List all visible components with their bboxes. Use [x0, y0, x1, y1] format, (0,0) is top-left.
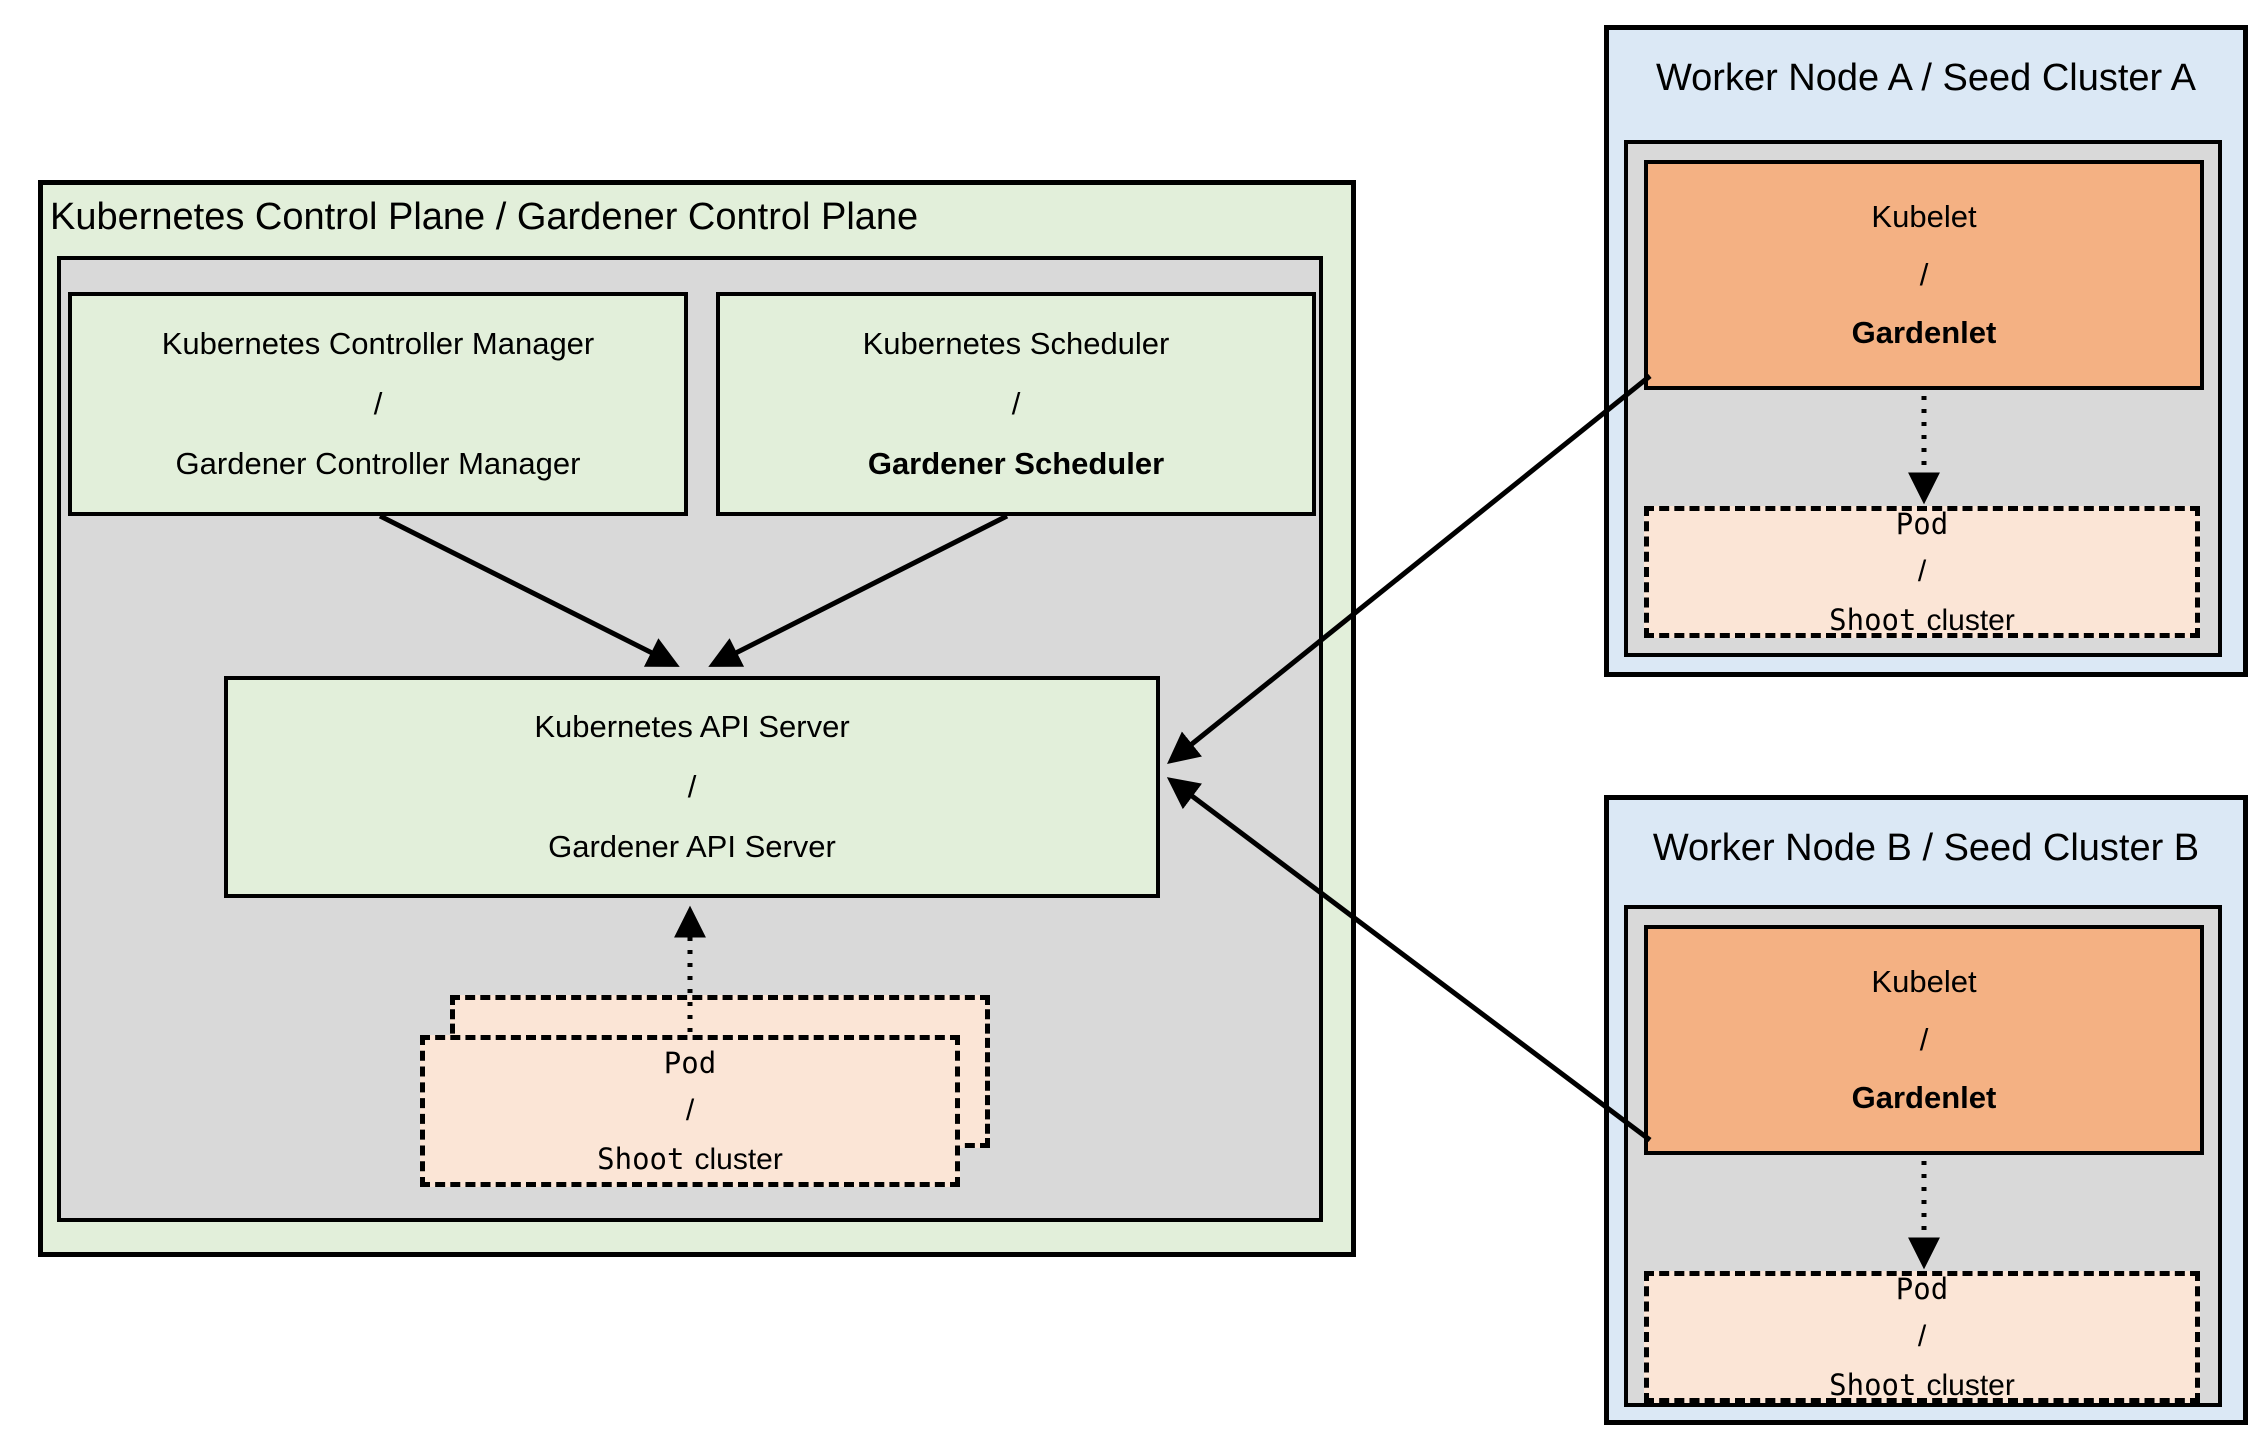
pod-shoot-cluster-box-b: Pod / Shoot cluster [1644, 1271, 2200, 1403]
scheduler-label-bottom: Gardener Scheduler [867, 446, 1165, 481]
shoot-label: Shoot [597, 1141, 685, 1176]
label-separator: / [1919, 257, 1929, 292]
label-separator: / [1919, 1022, 1929, 1057]
shoot-label: Shoot [1829, 1367, 1917, 1402]
label-separator: / [1917, 1319, 1927, 1353]
pod-shoot-cluster-box-front: Pod / Shoot cluster [420, 1035, 960, 1187]
kubelet-label-top: Kubelet [1871, 964, 1977, 999]
worker-node-b-box: Worker Node B / Seed Cluster B Kubelet /… [1604, 795, 2248, 1425]
label-separator: / [687, 769, 697, 804]
label-separator: / [373, 386, 383, 421]
worker-node-a-title: Worker Node A / Seed Cluster A [1655, 57, 2196, 99]
cluster-label: cluster [1926, 603, 2015, 637]
shoot-cluster-label: Shoot cluster [1829, 1367, 2015, 1404]
api-server-label-bottom: Gardener API Server [548, 829, 836, 864]
controller-manager-label-top: Kubernetes Controller Manager [161, 326, 595, 361]
cluster-label: cluster [1926, 1368, 2015, 1402]
control-plane-title: Kubernetes Control Plane / Gardener Cont… [50, 196, 919, 238]
api-server-box: Kubernetes API Server / Gardener API Ser… [224, 676, 1160, 898]
cluster-label: cluster [694, 1142, 783, 1176]
controller-manager-label-bottom: Gardener Controller Manager [175, 446, 581, 481]
worker-node-a-box: Worker Node A / Seed Cluster A Kubelet /… [1604, 25, 2248, 677]
label-separator: / [1917, 554, 1927, 588]
control-plane-box: Kubernetes Control Plane / Gardener Cont… [38, 180, 1356, 1257]
pod-shoot-cluster-box-a: Pod / Shoot cluster [1644, 506, 2200, 638]
pod-label: Pod [1895, 506, 1949, 541]
label-separator: / [685, 1093, 695, 1127]
gardenlet-label: Gardenlet [1851, 1080, 1997, 1115]
kubelet-box-b: Kubelet / Gardenlet [1644, 925, 2204, 1155]
api-server-label-top: Kubernetes API Server [534, 709, 850, 744]
kubelet-box-a: Kubelet / Gardenlet [1644, 160, 2204, 390]
controller-manager-box: Kubernetes Controller Manager / Gardener… [68, 292, 688, 516]
scheduler-box: Kubernetes Scheduler / Gardener Schedule… [716, 292, 1316, 516]
label-separator: / [1011, 386, 1021, 421]
shoot-label: Shoot [1829, 602, 1917, 637]
gardenlet-label: Gardenlet [1851, 315, 1997, 350]
kubelet-label-top: Kubelet [1871, 199, 1977, 234]
pod-label: Pod [1895, 1271, 1949, 1306]
shoot-cluster-label: Shoot cluster [1829, 602, 2015, 639]
scheduler-label-top: Kubernetes Scheduler [862, 326, 1170, 361]
worker-node-b-title: Worker Node B / Seed Cluster B [1652, 827, 2200, 869]
shoot-cluster-label: Shoot cluster [597, 1141, 783, 1178]
pod-label: Pod [663, 1045, 717, 1080]
